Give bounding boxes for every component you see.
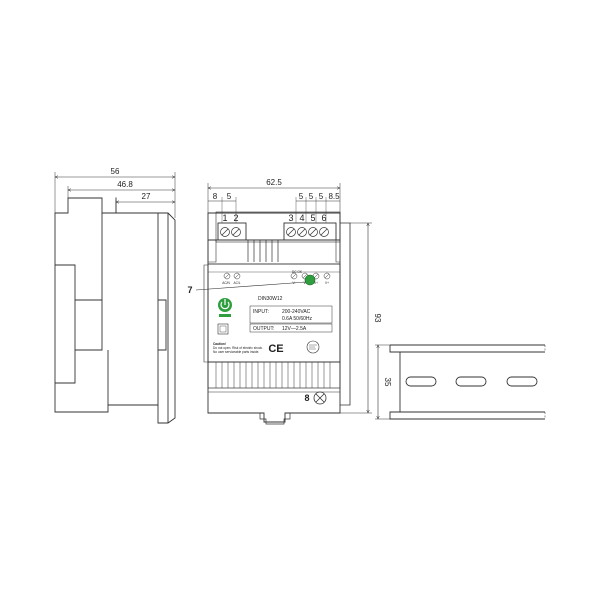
terminal-screw: [297, 227, 307, 237]
terminal-number: 3: [288, 213, 293, 223]
power-logo-icon: [218, 298, 232, 317]
model-name: DIN30W12: [258, 296, 283, 302]
output-box: [249, 323, 333, 333]
rail-slot: [506, 376, 538, 387]
terminal-number: 1: [222, 213, 227, 223]
caution-text: No user serviceable parts inside.: [213, 350, 259, 354]
terminal-number: 5: [310, 213, 315, 223]
dc-ok-led: [304, 274, 316, 286]
dim-label-35: 35: [383, 378, 392, 387]
read-manual-icon: [306, 340, 320, 354]
terminal-label: V-: [292, 281, 295, 285]
terminal-number: 2: [233, 213, 238, 223]
dim-label-5: 5: [227, 192, 232, 201]
dim-label-5: 5: [309, 192, 314, 201]
dim-label-8: 8: [213, 192, 218, 201]
input-current: 0.6A 50/60Hz: [282, 316, 313, 322]
terminal-screw: [308, 227, 318, 237]
caution-title: Caution!: [213, 342, 226, 346]
callout-7: 7: [187, 285, 192, 295]
top-terminals-left: [220, 227, 241, 237]
terminal-number: 6: [321, 213, 326, 223]
dim-label-5: 5: [319, 192, 324, 201]
dim-label-8-5: 8.5: [328, 192, 340, 201]
din-clip: [259, 413, 291, 425]
ce-mark: CE: [268, 343, 283, 355]
caution-text: Do not open. Risk of electric shock.: [213, 346, 263, 350]
din-rail-view: [375, 344, 546, 420]
side-view-outline: [54, 197, 159, 413]
terminal-screw: [286, 227, 296, 237]
terminal-label: AC/L: [233, 281, 240, 285]
terminal-label: V+: [314, 281, 318, 285]
top-terminals-right: [286, 227, 329, 237]
ground-screw-icon: [313, 391, 327, 405]
terminal-number: 4: [299, 213, 304, 223]
dim-label-93: 93: [373, 314, 382, 323]
terminal-label: V-: [303, 281, 306, 285]
input-label: INPUT:: [253, 309, 269, 315]
dim-label-27: 27: [142, 192, 151, 201]
terminal-screw: [319, 227, 329, 237]
rail-slot: [455, 376, 487, 387]
terminal-screw: [231, 227, 241, 237]
side-view: [54, 172, 175, 424]
din-rail-profile: [389, 344, 545, 420]
terminal-screw: [220, 227, 230, 237]
terminal-label: V+: [325, 281, 329, 285]
dim-label-46-8: 46.8: [117, 180, 133, 189]
dim-label-56: 56: [111, 167, 120, 176]
output-label: OUTPUT:: [253, 326, 274, 332]
callout-7-leader: [195, 281, 307, 291]
front-view-outline: [207, 212, 341, 423]
recycle-box-icon: [217, 323, 229, 335]
input-voltage: 200-240VAC: [282, 309, 311, 315]
led-label: DC OK: [292, 270, 303, 274]
callout-8: 8: [304, 393, 309, 403]
terminal-label: AC/N: [222, 281, 230, 285]
input-box: [249, 305, 333, 324]
output-value: 12V—2.5A: [282, 326, 307, 332]
front-view: [203, 183, 372, 425]
dim-label-5: 5: [299, 192, 304, 201]
rail-slot: [405, 376, 437, 387]
dim-label-62-5: 62.5: [266, 178, 282, 187]
